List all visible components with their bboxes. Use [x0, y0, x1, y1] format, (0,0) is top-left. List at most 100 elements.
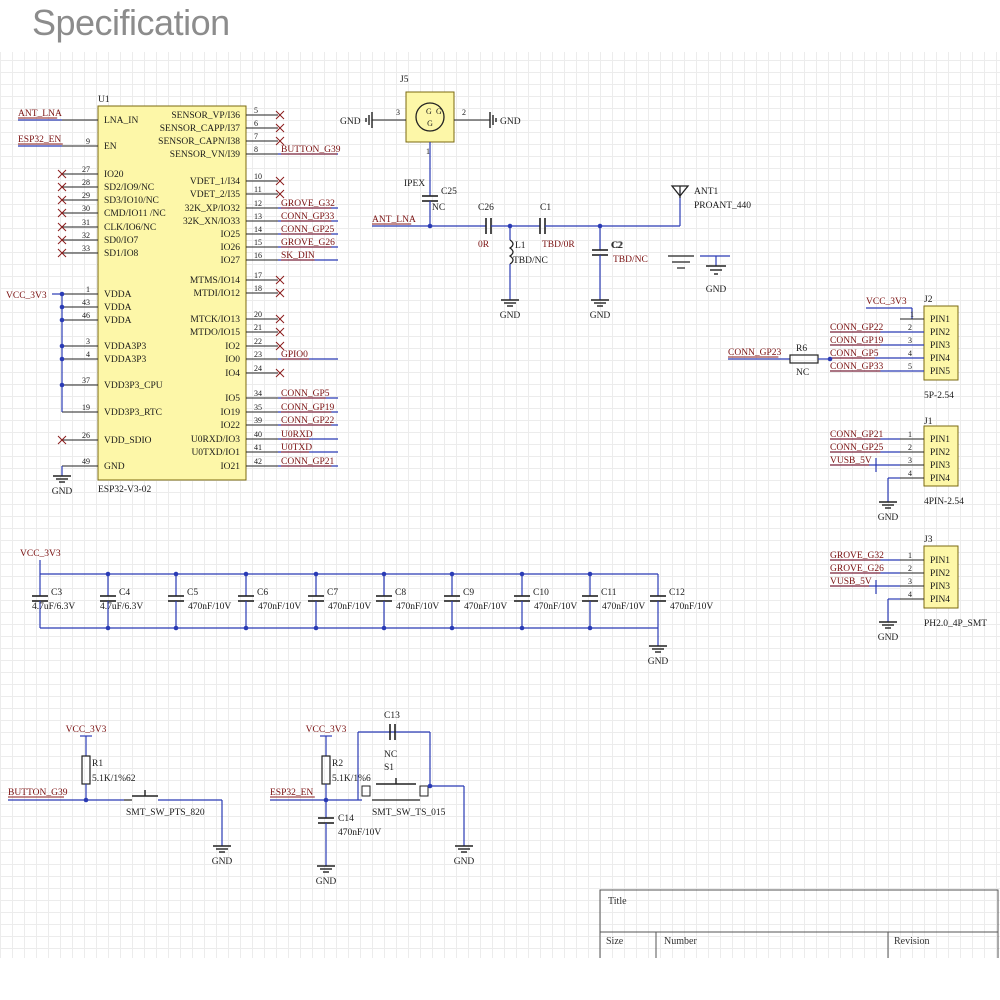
capacitor-value: 470nF/10V — [396, 602, 439, 612]
no-connect-mark — [57, 195, 67, 205]
u1-pin-name: IO25 — [220, 230, 240, 240]
u1-pin-number: 24 — [254, 364, 262, 373]
j1-net-label: VUSB_5V — [830, 456, 872, 466]
net-button-g39: BUTTON_G39 — [8, 788, 68, 798]
u1-pin-name: VDET_1/I34 — [190, 177, 240, 187]
j1-pin-number: 3 — [908, 456, 912, 465]
u1-pin-name: IO21 — [220, 462, 240, 472]
r1-designator: R1 — [92, 759, 103, 769]
no-connect-mark — [275, 341, 285, 351]
u1-pin-number: 28 — [82, 178, 90, 187]
u1-pin-name: MTDO/IO15 — [190, 328, 240, 338]
net-label-grove_g32: GROVE_G32 — [281, 199, 335, 209]
no-connect-mark — [275, 110, 285, 120]
u1-pin-name: VDD3P3_CPU — [104, 381, 163, 391]
u1-pin-name: IO2 — [225, 342, 240, 352]
junction-dot — [519, 571, 525, 577]
c1-designator: C1 — [540, 203, 551, 213]
capacitor-value: 470nF/10V — [188, 602, 231, 612]
u1-pin-number: 9 — [86, 137, 90, 146]
gnd-label-ant: GND — [706, 285, 727, 295]
u1-pin-name: IO5 — [225, 394, 240, 404]
u1-pin-number: 33 — [82, 244, 90, 253]
u1-pin-number: 20 — [254, 310, 262, 319]
capacitor-designator: C2 — [611, 241, 622, 251]
vcc-label: VCC_3V3 — [66, 725, 107, 735]
net-label-button_g39: BUTTON_G39 — [281, 145, 341, 155]
u1-pin-name: IO19 — [220, 408, 240, 418]
ipex-label: IPEX — [404, 179, 425, 189]
gnd-label-j1: GND — [878, 513, 899, 523]
capacitor-value: 470nF/10V — [328, 602, 371, 612]
u1-pin-number: 17 — [254, 271, 262, 280]
no-connect-mark — [57, 435, 67, 445]
u1-pin-number: 5 — [254, 106, 258, 115]
capacitor-designator: C3 — [51, 588, 62, 598]
ant1-designator: ANT1 — [694, 187, 719, 197]
switch-part-button: SMT_SW_PTS_820 — [126, 808, 205, 818]
junction-dot — [587, 625, 593, 631]
no-connect-mark — [275, 189, 285, 199]
u1-part-number: ESP32-V3-02 — [98, 485, 152, 495]
c13-value: NC — [384, 750, 397, 760]
gnd-label-s1: GND — [454, 857, 475, 867]
j3-pin-number: 3 — [908, 577, 912, 586]
u1-pin-number: 1 — [86, 285, 90, 294]
j2-designator: J2 — [924, 295, 933, 305]
u1-pin-number: 42 — [254, 457, 262, 466]
net-label-gpio0: GPIO0 — [281, 350, 308, 360]
vcc-label-j2: VCC_3V3 — [866, 297, 907, 307]
u1-pin-number: 37 — [82, 376, 90, 385]
u1-pin-name: MTDI/IO12 — [194, 289, 241, 299]
r1-resistor — [81, 755, 91, 785]
r2-resistor — [321, 755, 331, 785]
junction-dot — [449, 625, 455, 631]
u1-pin-name: 32K_XN/IO33 — [183, 217, 240, 227]
net-label-sk_din: SK_DIN — [281, 251, 315, 261]
u1-pin-name: VDD3P3_RTC — [104, 408, 162, 418]
c2-designator: C2 — [612, 241, 623, 251]
l1-value: TBD/NC — [513, 256, 548, 266]
u1-pin-name: SD3/IO10/NC — [104, 196, 159, 206]
j1-pin-name: PIN1 — [930, 435, 950, 445]
j2-pin-number: 2 — [908, 323, 912, 332]
j5-pin-number: 2 — [462, 108, 466, 117]
capacitor-designator: C7 — [327, 588, 338, 598]
l1-designator: L1 — [515, 241, 526, 251]
capacitor-value: 470nF/10V — [464, 602, 507, 612]
s1-pad — [419, 785, 429, 797]
u1-pin-number: 31 — [82, 218, 90, 227]
c2-value: TBD/NC — [613, 255, 648, 265]
u1-pin-name: VDDA3P3 — [104, 342, 146, 352]
vcc-label: VCC_3V3 — [306, 725, 347, 735]
u1-pin-number: 18 — [254, 284, 262, 293]
vcc-label-decoupling: VCC_3V3 — [20, 549, 61, 559]
u1-pin-number: 22 — [254, 337, 262, 346]
net-label-conn_gp19: CONN_GP19 — [281, 403, 335, 413]
j3-pin-number: 1 — [908, 551, 912, 560]
j2-pin-number: 3 — [908, 336, 912, 345]
u1-pin-number: 27 — [82, 165, 90, 174]
junction-dot — [173, 625, 179, 631]
j3-pin-number: 2 — [908, 564, 912, 573]
u1-pin-name: IO0 — [225, 355, 240, 365]
net-label-conn_gp33: CONN_GP33 — [281, 212, 335, 222]
j2-pin-name: PIN3 — [930, 341, 950, 351]
l1-inductor — [508, 239, 514, 265]
j2-pin-number: 1 — [910, 310, 914, 319]
junction-dot — [243, 625, 249, 631]
j2-net-label: CONN_GP33 — [830, 362, 884, 372]
capacitor-designator: C6 — [257, 588, 268, 598]
gnd-label-j5-right: GND — [500, 117, 521, 127]
j3-pin-name: PIN2 — [930, 569, 950, 579]
u1-pin-name: VDDA3P3 — [104, 355, 146, 365]
u1-pin-number: 32 — [82, 231, 90, 240]
u1-pin-number: 4 — [86, 350, 90, 359]
j5-pin-number: 3 — [396, 108, 400, 117]
gnd-label-button: GND — [212, 857, 233, 867]
j5-connector-ring — [415, 102, 445, 132]
u1-pin-name: IO26 — [220, 243, 240, 253]
u1-pin-name: SENSOR_VN/I39 — [170, 150, 240, 160]
capacitor-designator: C9 — [463, 588, 474, 598]
